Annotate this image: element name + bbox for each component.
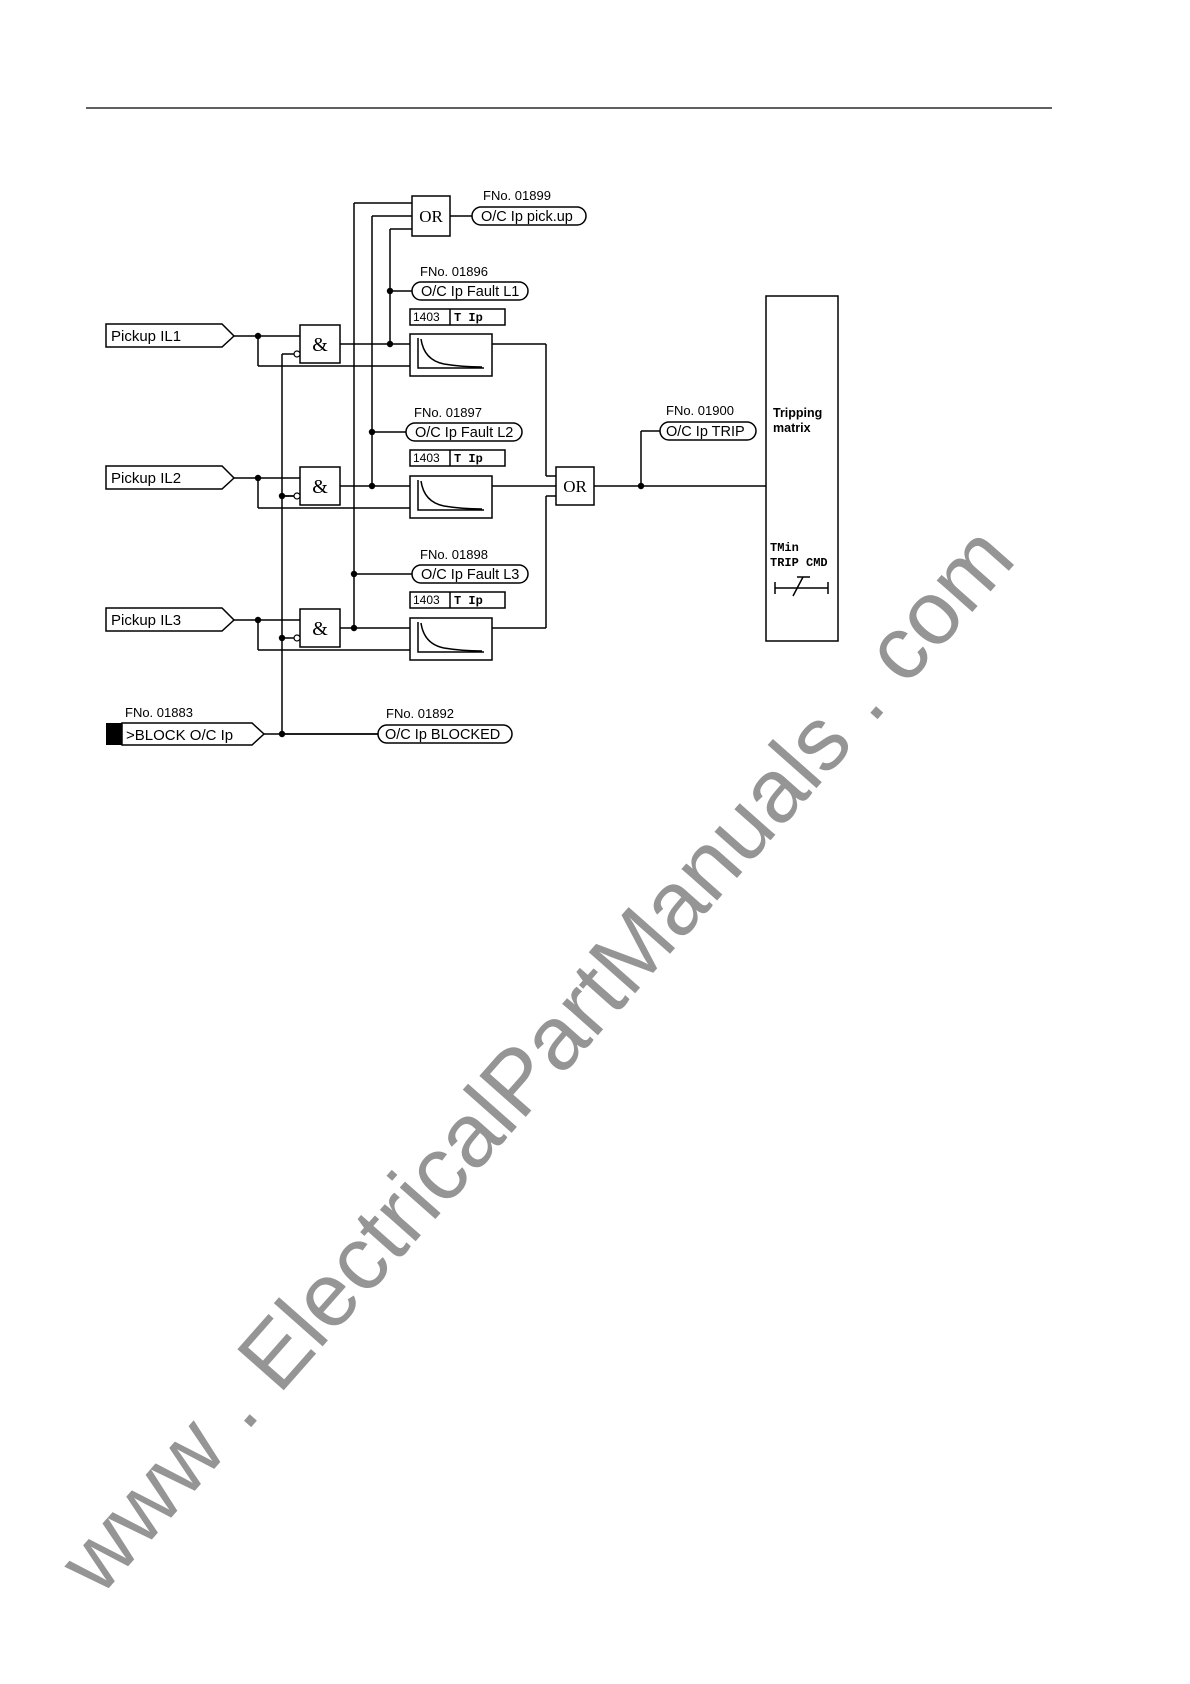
and-gate-l2-symbol: & (312, 476, 328, 498)
output-fault-l2: O/C Ip Fault L2 (405, 422, 523, 442)
and-gate-l3-symbol: & (312, 618, 328, 640)
output-blocked: O/C Ip BLOCKED (377, 724, 513, 744)
output-blocked-label: O/C Ip BLOCKED (385, 727, 500, 743)
timer-l1-param-name: T Ip (454, 311, 483, 325)
input-pickup-il2: Pickup IL2 (105, 465, 236, 490)
output-blocked-fno: FNo. 01892 (386, 706, 454, 721)
tripping-matrix: Tripping matrix TMin TRIP CMD (765, 295, 839, 642)
timer-l3-param-name: T Ip (454, 594, 483, 608)
timer-l1-param-no: 1403 (413, 310, 440, 324)
output-pickup-fno: FNo. 01899 (483, 188, 551, 203)
output-pickup-label: O/C Ip pick.up (481, 209, 573, 225)
or-gate-pickup-symbol: OR (419, 207, 443, 226)
output-fault-l2-fno: FNo. 01897 (414, 405, 482, 420)
input-pickup-il3: Pickup IL3 (105, 607, 236, 632)
tripping-matrix-title-2: matrix (773, 421, 811, 435)
watermark-text: www . ElectricalPartManuals . com (39, 507, 1033, 1612)
or-gate-trip: OR (555, 466, 595, 506)
output-fault-l2-label: O/C Ip Fault L2 (415, 425, 513, 441)
input-block: >BLOCK O/C Ip (106, 722, 266, 746)
output-fault-l3-fno: FNo. 01898 (420, 547, 488, 562)
and-gate-l3: & (293, 608, 341, 648)
input-pickup-il3-label: Pickup IL3 (111, 612, 181, 629)
timer-l2-param-name: T Ip (454, 452, 483, 466)
output-fault-l1-label: O/C Ip Fault L1 (421, 284, 519, 300)
output-fault-l3: O/C Ip Fault L3 (411, 564, 529, 584)
input-pickup-il1-label: Pickup IL1 (111, 328, 181, 345)
input-pickup-il1: Pickup IL1 (105, 323, 236, 348)
output-trip-fno: FNo. 01900 (666, 403, 734, 418)
block-input-fno: FNo. 01883 (125, 705, 193, 720)
timer-l3-param-no: 1403 (413, 593, 440, 607)
and-gate-l1: & (293, 324, 341, 364)
output-fault-l1-fno: FNo. 01896 (420, 264, 488, 279)
tmin-label-1: TMin (770, 541, 799, 555)
input-pickup-il2-label: Pickup IL2 (111, 470, 181, 487)
and-gate-l2: & (293, 466, 341, 506)
and-gate-l1-symbol: & (312, 334, 328, 356)
tripping-matrix-title-1: Tripping (773, 406, 822, 420)
timer-l3: 1403 T Ip (409, 591, 506, 661)
min-time-symbol (774, 576, 829, 597)
wiring (234, 202, 766, 735)
or-gate-trip-symbol: OR (563, 477, 587, 496)
output-trip: O/C Ip TRIP (659, 421, 757, 441)
input-block-label: >BLOCK O/C Ip (126, 727, 233, 744)
timer-l2-param-no: 1403 (413, 451, 440, 465)
output-fault-l1: O/C Ip Fault L1 (411, 281, 529, 301)
output-fault-l3-label: O/C Ip Fault L3 (421, 567, 519, 583)
or-gate-pickup: OR (411, 195, 451, 237)
output-trip-label: O/C Ip TRIP (666, 424, 745, 440)
output-pickup: O/C Ip pick.up (471, 206, 587, 226)
timer-l1: 1403 T Ip (409, 308, 506, 377)
junction-dots (254, 287, 645, 738)
timer-l2: 1403 T Ip (409, 449, 506, 519)
tmin-label-2: TRIP CMD (770, 556, 828, 570)
